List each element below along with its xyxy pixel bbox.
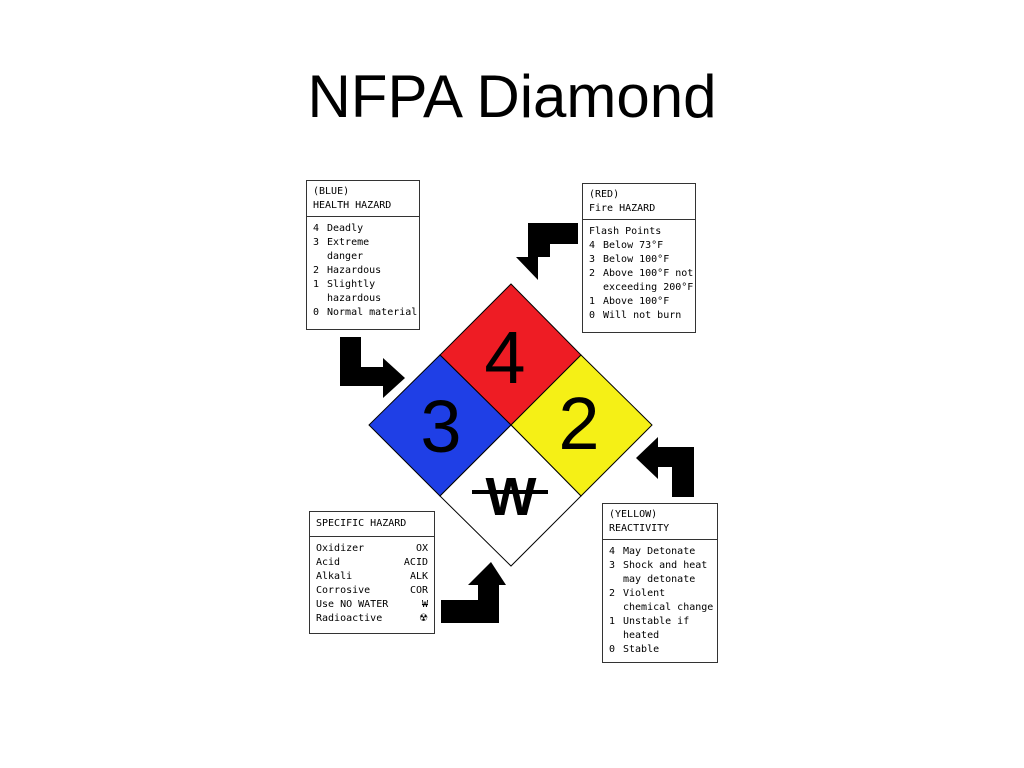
- health-box-header: (BLUE) HEALTH HAZARD: [307, 181, 419, 217]
- fire-box-subheader: Flash Points: [589, 226, 662, 237]
- slide-title: NFPA Diamond: [307, 63, 717, 130]
- health-number: 3: [420, 385, 461, 468]
- specific-box-header: SPECIFIC HAZARD: [310, 512, 434, 537]
- fire-box-title: Fire HAZARD: [589, 203, 656, 214]
- health-arrow-icon: [340, 337, 405, 398]
- list-item: may detonate: [623, 574, 696, 585]
- specific-box-title: SPECIFIC HAZARD: [316, 518, 407, 529]
- reactivity-number: 2: [558, 382, 599, 465]
- special-quadrant: [439, 424, 582, 567]
- health-box-title: HEALTH HAZARD: [313, 200, 392, 211]
- list-item: danger: [327, 251, 364, 262]
- reactivity-box-title: REACTIVITY: [609, 523, 670, 534]
- list-item: exceeding 200°F: [603, 282, 694, 293]
- fire-arrow-icon: [516, 223, 578, 280]
- specific-arrow-icon: [441, 562, 506, 623]
- fire-box-color-label: (RED): [589, 189, 620, 200]
- reactivity-arrow-icon: [636, 437, 694, 497]
- list-item: hazardous: [327, 293, 382, 304]
- no-water-code: W: [421, 599, 428, 610]
- list-item: chemical change: [623, 602, 714, 613]
- special-symbol: W: [486, 467, 537, 527]
- health-box-color-label: (BLUE): [313, 186, 350, 197]
- reactivity-box-header: (YELLOW) REACTIVITY: [603, 504, 717, 540]
- reactivity-box-color-label: (YELLOW): [609, 509, 658, 520]
- list-item: heated: [623, 630, 660, 641]
- fire-number: 4: [484, 316, 525, 399]
- list-item: Radioactive☢: [316, 613, 428, 624]
- fire-box-header: (RED) Fire HAZARD: [583, 184, 695, 220]
- radioactive-icon: ☢: [419, 613, 428, 624]
